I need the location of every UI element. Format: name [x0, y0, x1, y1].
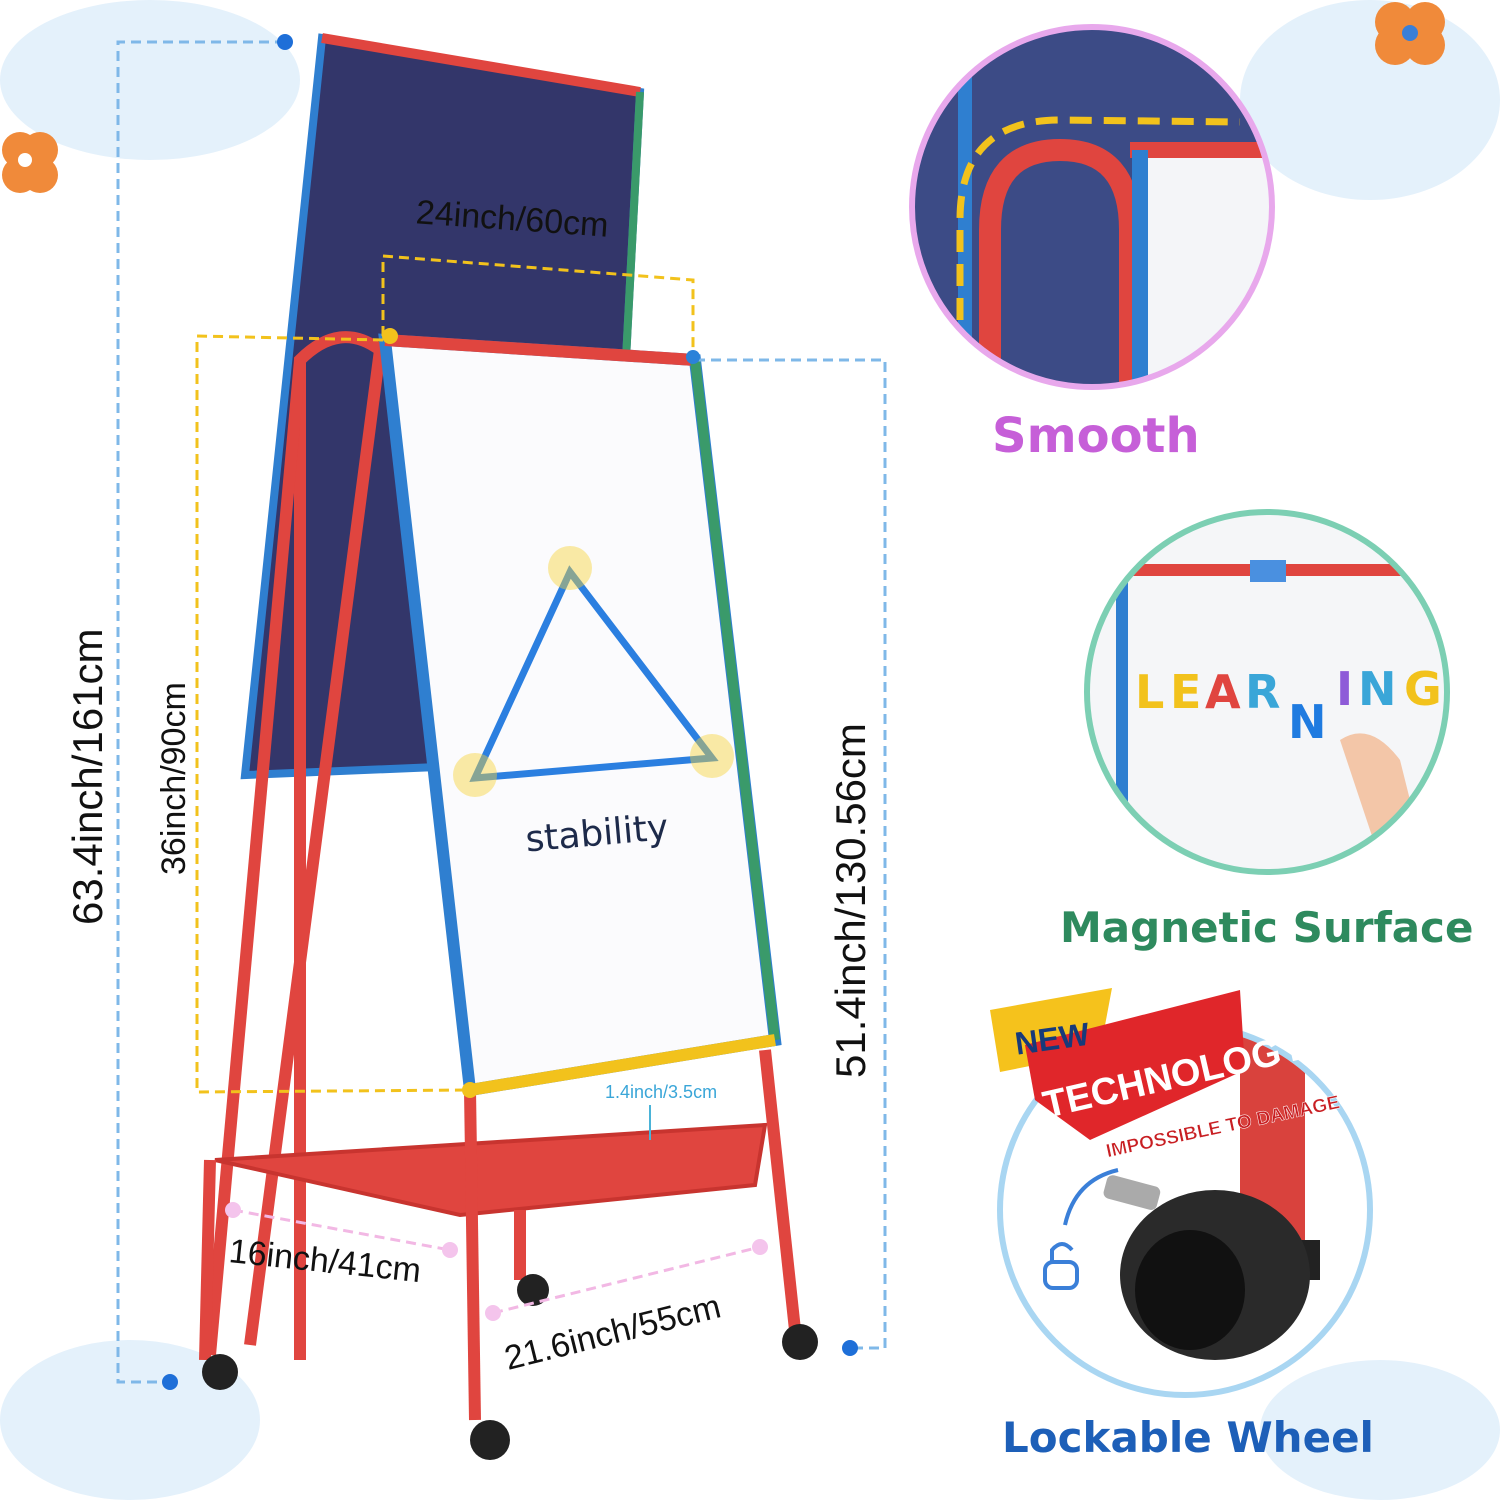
whiteboard — [378, 333, 782, 1097]
unlock-icon — [1043, 1242, 1079, 1290]
magnetic-surface-feature: L E A R N I N G Magnetic Surface — [1060, 509, 1473, 952]
total-height-label: 63.4inch/161cm — [64, 628, 111, 925]
tray-depth-label: 1.4inch/3.5cm — [605, 1082, 717, 1102]
dimension-lines — [116, 40, 887, 1384]
stand-height-label: 51.4inch/130.56cm — [827, 723, 874, 1078]
smooth-feature: Smooth — [909, 24, 1275, 464]
magnet-letter: E — [1170, 665, 1201, 719]
magnet-letter: N — [1288, 695, 1327, 749]
new-technology-badge: NEW TECHNOLOGY IMPOSSIBLE TO DAMAGE — [990, 988, 1342, 1162]
magnet-letter: A — [1205, 665, 1241, 719]
magnetic-surface-label: Magnetic Surface — [1060, 903, 1473, 952]
lockable-wheel-feature: NEW TECHNOLOGY IMPOSSIBLE TO DAMAGE Lock… — [990, 988, 1374, 1462]
magnet-letter: N — [1358, 662, 1397, 716]
easel-illustration — [199, 33, 818, 1460]
smooth-label: Smooth — [992, 408, 1200, 464]
rotate-arrow-icon — [1063, 1168, 1119, 1226]
board-height-label: 36inch/90cm — [155, 682, 193, 875]
tray — [214, 1122, 768, 1218]
flower-icon — [1375, 2, 1445, 65]
flower-icon — [2, 132, 58, 193]
magnet-letter: L — [1135, 665, 1164, 719]
stability-triangle — [469, 565, 719, 782]
dimension-endpoints — [162, 34, 858, 1390]
lockable-wheel-label: Lockable Wheel — [1002, 1413, 1374, 1462]
wheel — [202, 1274, 818, 1460]
magnet-letter: R — [1245, 665, 1280, 719]
magnet-letter: G — [1404, 662, 1442, 716]
magnet-letter: I — [1336, 662, 1353, 716]
